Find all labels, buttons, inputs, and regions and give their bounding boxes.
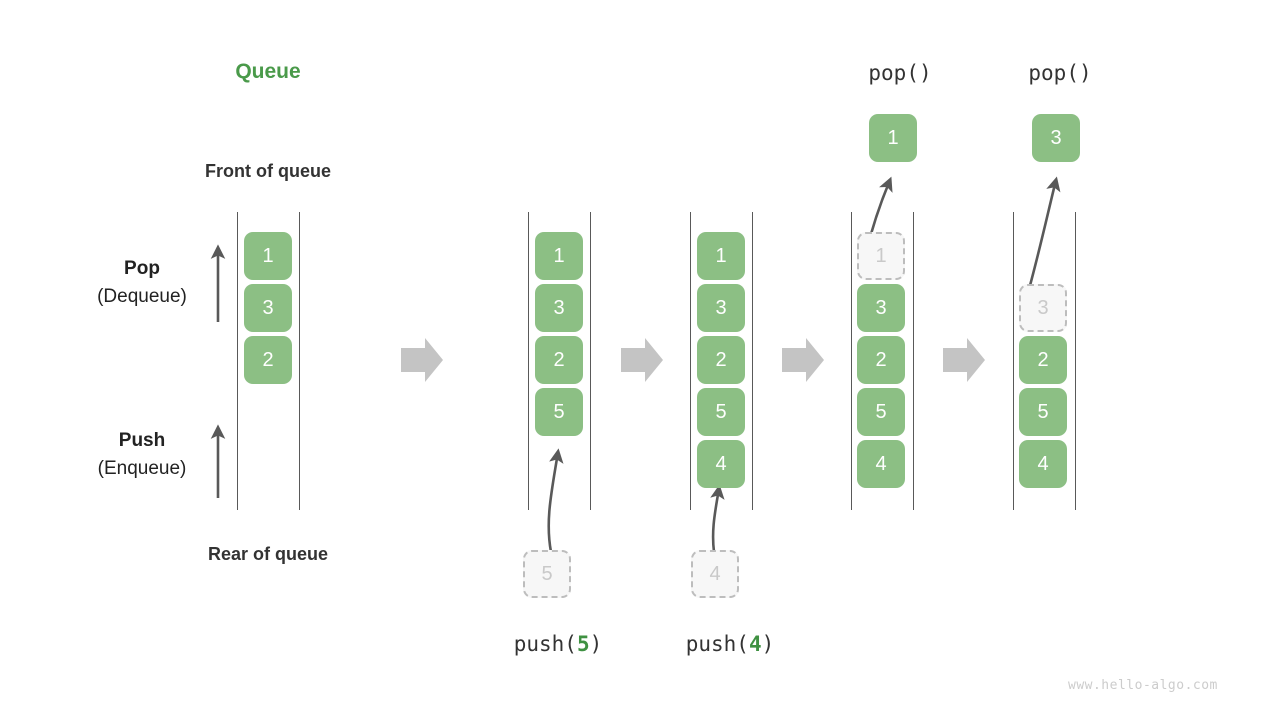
- push-4-caption: push(4): [620, 632, 840, 656]
- pop-3-arrow: [1024, 176, 1061, 301]
- transition-arrow-2: [621, 338, 663, 382]
- queue-item: 3: [857, 284, 905, 332]
- queue-item-new: 5: [535, 388, 583, 436]
- incoming-ghost-box: 4: [691, 550, 739, 598]
- queue-item: 4: [1019, 440, 1067, 488]
- transition-arrow-4: [943, 338, 985, 382]
- queue-item: 2: [697, 336, 745, 384]
- queue-item: 2: [244, 336, 292, 384]
- queue-item: 2: [1019, 336, 1067, 384]
- push-label-bold: Push: [118, 430, 166, 451]
- queue-item: 2: [857, 336, 905, 384]
- queue-item: 2: [535, 336, 583, 384]
- push-5-fn: push(: [513, 632, 577, 656]
- push-5-arg: 5: [576, 632, 590, 656]
- queue-rail-left-0: [237, 212, 238, 510]
- incoming-ghost-box: 5: [523, 550, 571, 598]
- queue-item: 1: [697, 232, 745, 280]
- queue-rail-left-1: [528, 212, 529, 510]
- queue-item: 5: [1019, 388, 1067, 436]
- queue-item: 3: [697, 284, 745, 332]
- site-watermark: www.hello-algo.com: [1068, 678, 1218, 693]
- queue-rail-right-0: [299, 212, 300, 510]
- push-4-arrow: [710, 484, 725, 553]
- queue-rail-right-1: [590, 212, 591, 510]
- vacated-ghost-box: 1: [857, 232, 905, 280]
- push-label-paren: (Enqueue): [97, 457, 187, 479]
- queue-item: 5: [697, 388, 745, 436]
- rear-of-queue-label: Rear of queue: [207, 544, 329, 564]
- front-of-queue-label: Front of queue: [205, 161, 331, 181]
- queue-item: 1: [244, 232, 292, 280]
- push-operation-label: Push (Enqueue): [52, 427, 232, 482]
- transition-arrow-3: [782, 338, 824, 382]
- queue-item: 4: [857, 440, 905, 488]
- page-title: Queue: [235, 60, 301, 83]
- queue-item: 1: [535, 232, 583, 280]
- queue-item-new: 4: [697, 440, 745, 488]
- push-5-arrow: [547, 448, 564, 553]
- queue-rail-right-2: [752, 212, 753, 510]
- push-5-caption: push(5): [448, 632, 668, 656]
- queue-item: 5: [857, 388, 905, 436]
- queue-rail-left-2: [690, 212, 691, 510]
- transition-arrow-1: [401, 338, 443, 382]
- pop-caption-2: pop(): [1028, 61, 1092, 85]
- queue-item: 3: [244, 284, 292, 332]
- pop-label-bold: Pop: [124, 258, 160, 279]
- push-4-fn: push(: [685, 632, 749, 656]
- pop-operation-label: Pop (Dequeue): [52, 255, 232, 310]
- queue-item: 3: [535, 284, 583, 332]
- queue-rail-right-3: [913, 212, 914, 510]
- push-4-arg: 4: [748, 632, 762, 656]
- queue-rail-right-4: [1075, 212, 1076, 510]
- push-4-close: ): [761, 632, 775, 656]
- popped-element-box: 1: [869, 114, 917, 162]
- pop-label-paren: (Dequeue): [97, 285, 187, 307]
- popped-element-box: 3: [1032, 114, 1080, 162]
- queue-rail-left-4: [1013, 212, 1014, 510]
- vacated-ghost-box: 3: [1019, 284, 1067, 332]
- queue-rail-left-3: [851, 212, 852, 510]
- push-5-close: ): [589, 632, 603, 656]
- pop-caption-1: pop(): [868, 61, 932, 85]
